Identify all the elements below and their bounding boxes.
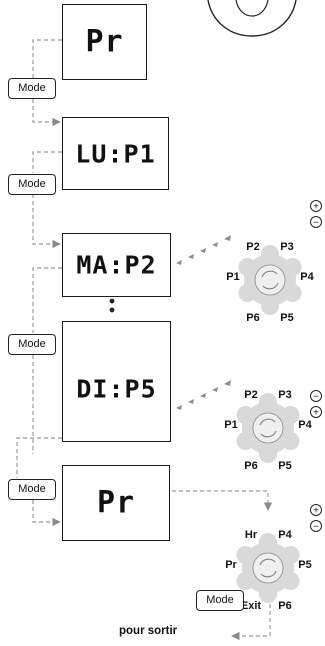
dial-lobe — [259, 533, 277, 551]
dial-label-tl: P2 — [246, 241, 259, 253]
mode-button[interactable]: Mode — [8, 334, 56, 355]
mode-button[interactable]: Mode — [8, 479, 56, 500]
dial-lobe — [238, 284, 257, 302]
dial-label-bl: Exit — [241, 600, 262, 612]
dial-lobe — [283, 284, 302, 302]
dial-label-l: P1 — [226, 271, 239, 283]
lcd-display-monday: LU:P1 — [62, 117, 169, 190]
dial-label-l: P1 — [224, 419, 237, 431]
dial-lobe — [236, 546, 255, 564]
flow-connector-3 — [32, 267, 62, 454]
dial-lobe — [259, 393, 277, 411]
dial-label-bl: P6 — [244, 460, 257, 472]
lcd-display-tuesday: MA:P2 — [62, 233, 171, 297]
dial-label-r: P4 — [300, 271, 314, 283]
dial-lobe — [281, 406, 300, 424]
dial-label-tr: P4 — [278, 529, 292, 541]
plus-symbol: + — [313, 408, 319, 419]
plus-icon[interactable] — [310, 200, 322, 212]
dial-lobe — [281, 546, 300, 564]
lcd-text: DI:P5 — [76, 374, 157, 404]
dial-lobe — [281, 432, 300, 450]
minus-symbol: − — [313, 392, 319, 403]
plus-symbol: + — [313, 506, 319, 517]
dial-lobe — [236, 572, 255, 590]
flow-connector-5 — [172, 490, 273, 511]
dial-label-tl: P2 — [244, 389, 257, 401]
dotted-arrow-to-dial-1 — [176, 235, 231, 265]
exit-caption: pour sortir — [119, 625, 178, 637]
minus-symbol: − — [313, 218, 319, 229]
dial-lobe — [238, 258, 257, 276]
exit-connector — [231, 604, 271, 641]
dial-lobe — [236, 432, 255, 450]
cycle-arrows-icon — [252, 412, 284, 444]
lcd-display-program-return: Pr — [62, 465, 170, 541]
flow-connector-1 — [32, 39, 62, 127]
lcd-text: Pr — [96, 485, 136, 521]
lcd-display-program: Pr — [62, 4, 147, 80]
lcd-text: LU:P1 — [75, 139, 156, 168]
cycle-arrows-icon — [252, 552, 284, 584]
mode-button[interactable]: Mode — [8, 174, 56, 195]
plus-icon[interactable] — [310, 406, 322, 418]
dial-label-r: P5 — [298, 559, 311, 571]
dial-lobe — [259, 585, 277, 603]
cycle-arrow-path — [261, 270, 279, 290]
dial-label-br: P6 — [278, 600, 291, 612]
dial-label-br: P5 — [278, 460, 291, 472]
dial-lobe — [236, 406, 255, 424]
dial-label-r: P4 — [298, 419, 312, 431]
dial-lobe — [281, 572, 300, 590]
rotary-knob-icon — [207, 0, 297, 37]
dial-label-tr: P3 — [278, 389, 291, 401]
minus-icon[interactable] — [310, 390, 322, 402]
cycle-arrows-icon — [254, 264, 286, 296]
dial-lobe — [283, 258, 302, 276]
dial-label-l: Pr — [225, 559, 237, 571]
flow-connector-2 — [32, 151, 62, 249]
minus-icon[interactable] — [310, 520, 322, 532]
lcd-text: MA:P2 — [76, 250, 157, 280]
lcd-display-sunday: DI:P5 — [62, 321, 171, 442]
dial-lobe — [261, 245, 279, 263]
flow-connector-4 — [16, 437, 62, 527]
dial-label-tr: P3 — [280, 241, 293, 253]
mode-button-exit[interactable]: Mode — [196, 590, 244, 611]
dotted-arrow-to-dial-2 — [176, 380, 231, 410]
dial-label-br: P5 — [280, 312, 293, 324]
plus-symbol: + — [313, 202, 319, 213]
dial-label-tl: Hr — [245, 529, 258, 541]
minus-symbol: − — [313, 522, 319, 533]
plus-icon[interactable] — [310, 504, 322, 516]
cycle-arrow-path — [259, 558, 277, 578]
dial-lobe — [259, 445, 277, 463]
dial-lobe — [261, 297, 279, 315]
cycle-arrow-path — [259, 418, 277, 438]
lcd-text: Pr — [85, 24, 124, 60]
dial-label-bl: P6 — [246, 312, 259, 324]
mode-button[interactable]: Mode — [8, 78, 56, 99]
minus-icon[interactable] — [310, 216, 322, 228]
